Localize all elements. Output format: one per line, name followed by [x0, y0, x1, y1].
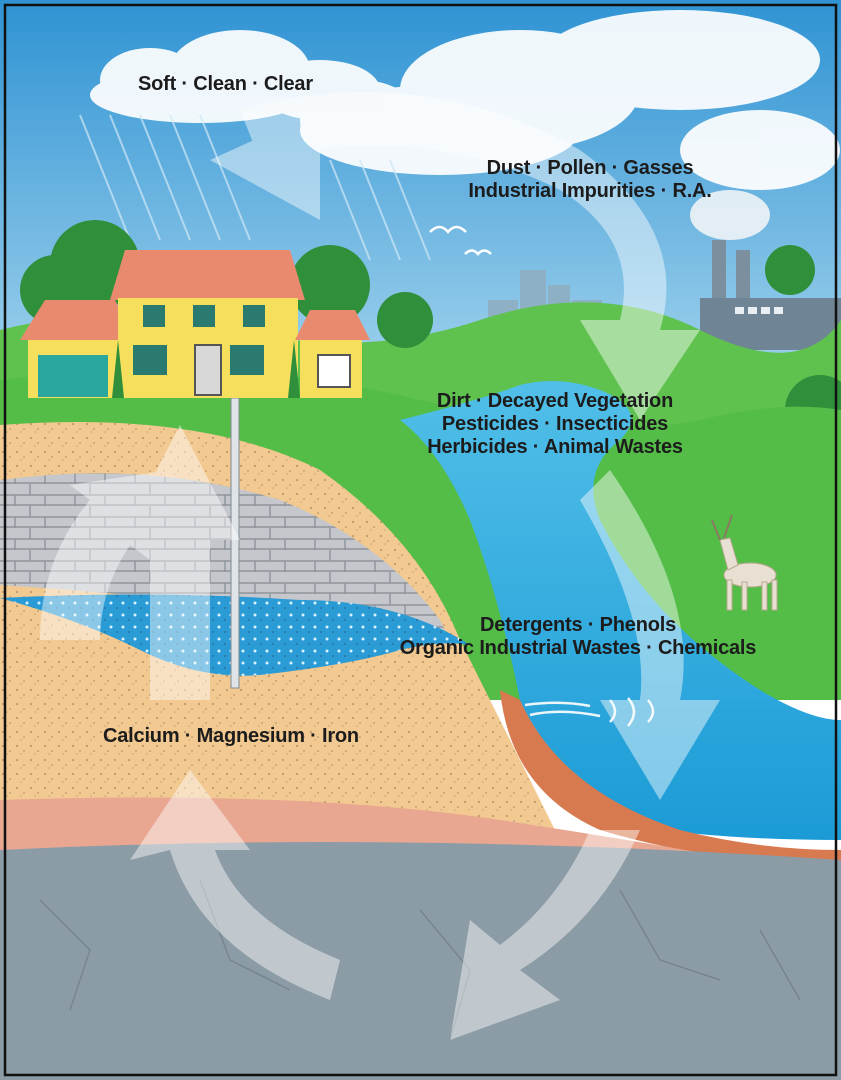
deer [711, 514, 778, 611]
rain [79, 114, 431, 261]
river [400, 381, 841, 840]
label-runoff-line-1: Dirt · Decayed Vegetation [436, 390, 674, 412]
label-sky-quality: Soft · Clean · Clear [138, 73, 313, 95]
cycle-arrows [40, 92, 720, 1040]
ripples [524, 697, 655, 727]
rock-layer [0, 473, 450, 640]
frame-border [3, 3, 838, 1077]
label-runoff-line-2: Pesticides · Insecticides [441, 413, 669, 435]
well-pipe [230, 397, 240, 689]
label-river-impurities: Detergents · Phenols Organic Industrial … [368, 614, 788, 660]
label-ground-minerals: Calcium · Magnesium · Iron [103, 725, 359, 747]
label-air-line-1: Dust · Pollen · Gasses [486, 157, 694, 179]
house [20, 250, 370, 398]
bedrock [0, 842, 841, 1080]
label-river-line-2: Organic Industrial Wastes · Chemicals [399, 637, 757, 659]
riverbank [500, 690, 841, 870]
label-runoff-line-3: Herbicides · Animal Wastes [427, 436, 683, 458]
label-river-line-1: Detergents · Phenols [479, 614, 677, 636]
label-air-impurities: Dust · Pollen · Gasses Industrial Impuri… [430, 157, 750, 203]
birds [429, 225, 492, 256]
label-runoff-impurities: Dirt · Decayed Vegetation Pesticides · I… [395, 390, 715, 459]
clouds [90, 10, 840, 190]
label-air-line-2: Industrial Impurities · R.A. [468, 180, 712, 202]
